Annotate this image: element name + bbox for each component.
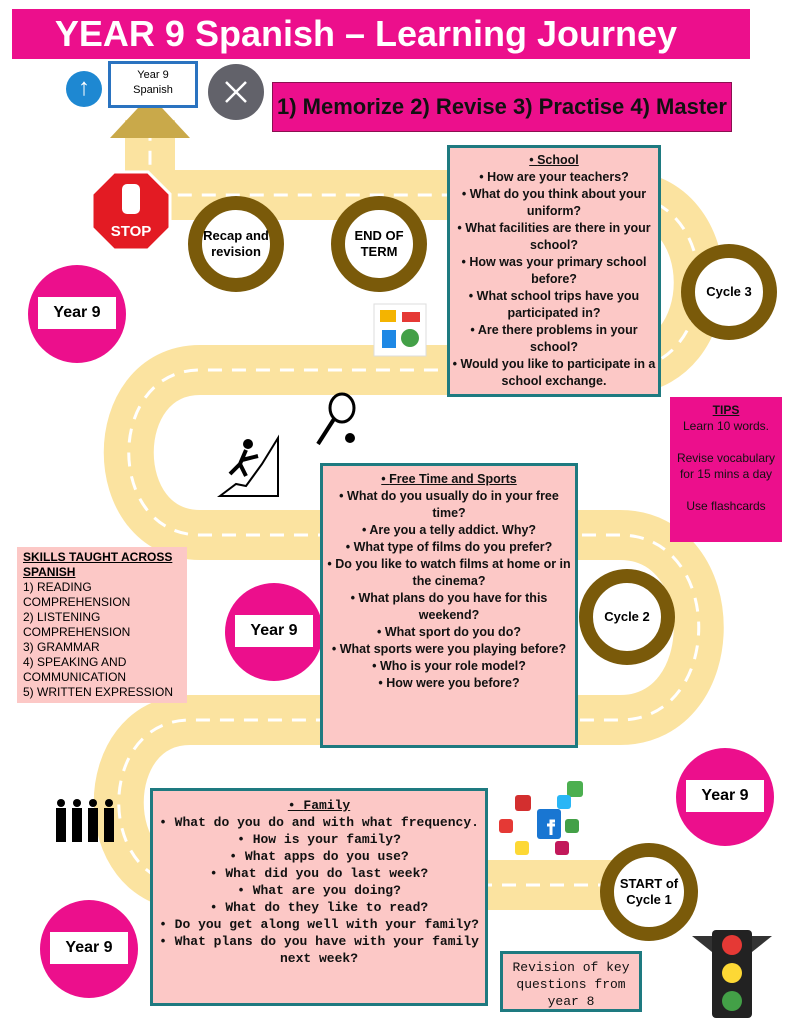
family-topic-box: Family What do you do and with what freq… [150, 788, 488, 1006]
stop-sign-icon: STOP [90, 170, 172, 252]
year-badge-label: Year 9 [686, 780, 764, 812]
list-item: Are you a telly addict. Why? [323, 522, 575, 539]
list-item: Do you get along well with your family? [153, 916, 485, 933]
skill-item: 3) GRAMMAR [23, 640, 100, 654]
milestone-end-term: END OF TERM [331, 196, 427, 292]
destination-box: Year 9 Spanish [108, 61, 198, 108]
destination-line1: Year 9 [137, 69, 169, 81]
skills-heading: SKILLS TAUGHT ACROSS SPANISH [23, 550, 173, 579]
year-badge: Year 9 [676, 748, 774, 846]
list-item: Are there problems in your school? [450, 322, 658, 356]
list-item: Who is your role model? [323, 658, 575, 675]
list-item: What are you doing? [153, 882, 485, 899]
school-topic-box: School How are your teachers? What do yo… [447, 145, 661, 397]
list-item: What do you usually do in your free time… [323, 488, 575, 522]
year-badge-label: Year 9 [38, 297, 116, 329]
year-badge-label: Year 9 [235, 615, 313, 647]
list-item: How were you before? [323, 675, 575, 692]
arrow-up-icon: ↑ [66, 71, 102, 107]
list-item: Do you like to watch films at home or in… [323, 556, 575, 590]
list-item: What do they like to read? [153, 899, 485, 916]
list-item: What type of films do you prefer? [323, 539, 575, 556]
tip-item: Revise vocabulary for 15 mins a day [676, 451, 776, 481]
climber-icon [217, 434, 279, 497]
list-item: What plans do you have for this weekend? [323, 590, 575, 624]
milestone-cycle3: Cycle 3 [681, 244, 777, 340]
traffic-light-icon [692, 930, 772, 1018]
close-button[interactable] [208, 64, 264, 120]
family-icon [56, 799, 114, 842]
tip-item: Learn 10 words. [682, 419, 770, 433]
tips-box: TIPS Learn 10 words. Revise vocabulary f… [670, 397, 782, 542]
milestone-cycle2: Cycle 2 [579, 569, 675, 665]
skills-box: SKILLS TAUGHT ACROSS SPANISH 1) READING … [17, 547, 187, 703]
steps-banner: 1) Memorize 2) Revise 3) Practise 4) Mas… [272, 82, 732, 132]
list-item: What plans do you have with your family … [153, 933, 485, 967]
list-item: What school trips have you participated … [450, 288, 658, 322]
revision-note: Revision of key questions from year 8 [500, 951, 642, 1012]
year-badge: Year 9 [225, 583, 323, 681]
list-item: What sport do you do? [323, 624, 575, 641]
page-title: YEAR 9 Spanish – Learning Journey [12, 9, 750, 59]
year-badge-label: Year 9 [50, 932, 128, 964]
list-item: What do you think about your uniform? [450, 186, 658, 220]
list-item: What sports were you playing before? [323, 641, 575, 658]
school-supplies-icon [373, 303, 427, 357]
free-time-heading: Free Time and Sports [323, 471, 575, 488]
destination-line2: Spanish [133, 84, 173, 96]
milestone-start: START of Cycle 1 [600, 843, 698, 941]
skill-item: 5) WRITTEN EXPRESSION [23, 685, 174, 699]
free-time-topic-box: Free Time and Sports What do you usually… [320, 463, 578, 748]
list-item: How is your family? [153, 831, 485, 848]
year-badge: Year 9 [40, 900, 138, 998]
milestone-recap: Recap and revision [188, 196, 284, 292]
list-item: What facilities are there in your school… [450, 220, 658, 254]
list-item: How was your primary school before? [450, 254, 658, 288]
tips-heading: TIPS [712, 403, 740, 417]
up-arrow-icon [110, 95, 190, 138]
close-icon [225, 81, 247, 103]
stop-text: STOP [111, 223, 152, 240]
school-heading: School [450, 152, 658, 169]
list-item: What apps do you use? [153, 848, 485, 865]
skill-item: 4) SPEAKING AND COMMUNICATION [23, 655, 127, 684]
tip-item: Use flashcards [686, 499, 766, 513]
family-heading: Family [153, 797, 485, 814]
skill-item: 1) READING COMPREHENSION [23, 580, 131, 609]
list-item: What do you do and with what frequency. [153, 814, 485, 831]
skill-item: 2) LISTENING COMPREHENSION [23, 610, 131, 639]
list-item: How are your teachers? [450, 169, 658, 186]
list-item: What did you do last week? [153, 865, 485, 882]
year-badge: Year 9 [28, 265, 126, 363]
tennis-racket-icon [316, 392, 356, 446]
list-item: Would you like to participate in a schoo… [450, 356, 658, 390]
social-media-icon [499, 781, 583, 855]
